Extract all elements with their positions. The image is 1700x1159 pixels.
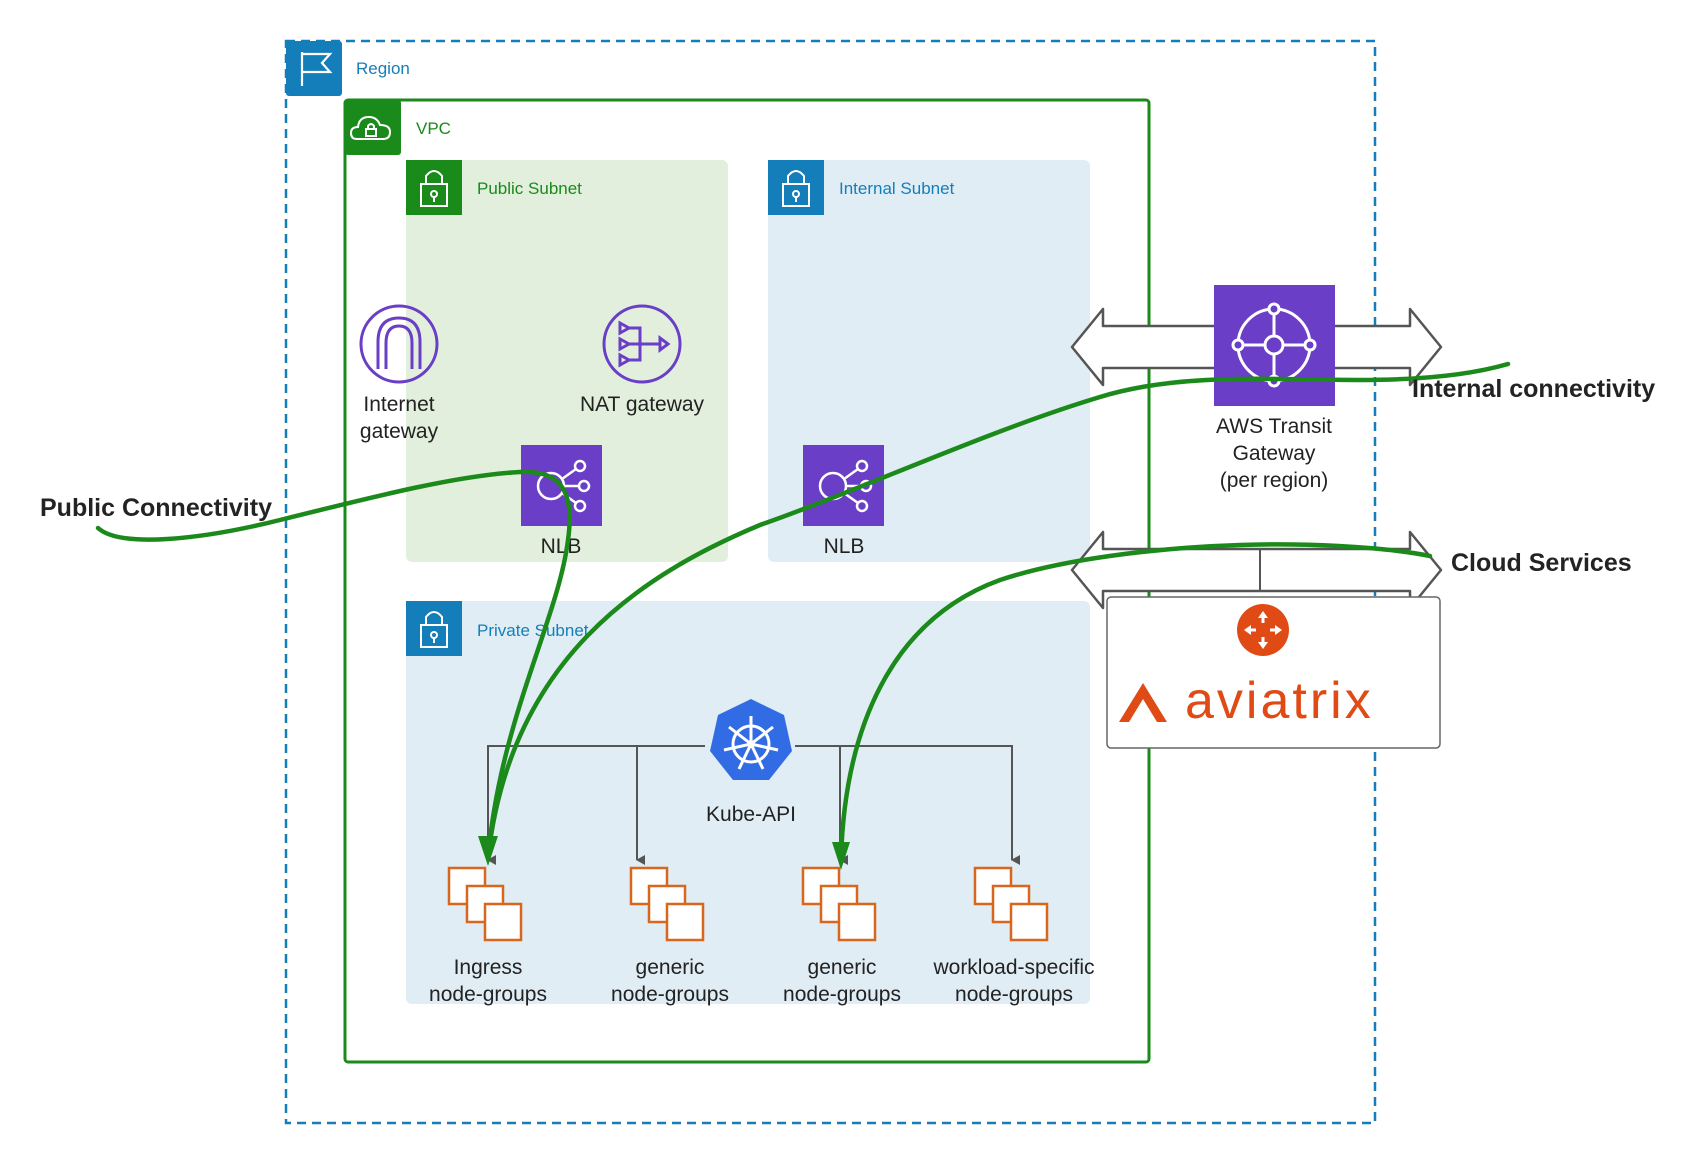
lock-icon xyxy=(420,611,448,648)
cloud-services-label: Cloud Services xyxy=(1451,549,1632,577)
internet-gateway-label-line2: gateway xyxy=(360,420,439,443)
node-group-label-line2: node-groups xyxy=(611,983,729,1006)
nat-gateway-label: NAT gateway xyxy=(580,393,705,416)
public-nlb-label: NLB xyxy=(541,535,582,558)
node-group-generic-1: generic node-groups xyxy=(611,866,729,1006)
node-group-label-line2: node-groups xyxy=(429,983,547,1006)
node-group-generic-2: generic node-groups xyxy=(783,866,901,1006)
internet-gateway-icon xyxy=(359,304,439,384)
instances-icon xyxy=(801,866,877,942)
internal-subnet-label: Internal Subnet xyxy=(839,179,955,198)
vpc-label: VPC xyxy=(416,119,451,138)
node-group-workload-specific: workload-specific node-groups xyxy=(932,866,1095,1006)
node-group-ingress: Ingress node-groups xyxy=(429,866,547,1006)
kube-api-label: Kube-API xyxy=(706,803,796,826)
kubernetes-icon xyxy=(710,699,792,780)
public-connectivity-label: Public Connectivity xyxy=(40,494,272,522)
node-group-label-line2: node-groups xyxy=(783,983,901,1006)
internet-gateway-label-line1: Internet xyxy=(363,393,434,416)
node-group-label-line2: node-groups xyxy=(955,983,1073,1006)
internal-connectivity-path xyxy=(485,361,1511,861)
kube-api: Kube-API xyxy=(706,699,796,826)
connection-paths xyxy=(95,361,1511,861)
transit-gateway-label-line2: Gateway xyxy=(1233,442,1316,465)
aviatrix-logo-icon xyxy=(1119,683,1167,722)
connection-arrowheads xyxy=(478,836,850,870)
private-subnet-label: Private Subnet xyxy=(477,621,589,640)
lock-icon xyxy=(420,170,448,207)
node-group-label-line1: workload-specific xyxy=(932,956,1094,979)
node-group-label-line1: generic xyxy=(808,956,877,979)
internet-gateway: Internet gateway xyxy=(359,304,439,443)
aviatrix-logo-box: aviatrix xyxy=(1106,596,1441,749)
cloud-lock-icon xyxy=(349,115,392,140)
transit-gateway: AWS Transit Gateway (per region) xyxy=(1214,285,1335,492)
public-connectivity-path xyxy=(95,469,572,861)
public-subnet-label: Public Subnet xyxy=(477,179,582,198)
instances-icon xyxy=(973,866,1049,942)
nat-gateway: NAT gateway xyxy=(580,304,705,416)
instances-icon xyxy=(447,866,523,942)
transit-gateway-label-line3: (per region) xyxy=(1220,469,1329,492)
public-subnet: Public Subnet xyxy=(406,160,728,562)
region-container: Region xyxy=(284,39,1377,1125)
kube-api-connectors xyxy=(487,745,1020,865)
aviatrix-wordmark: aviatrix xyxy=(1185,672,1374,730)
region-label: Region xyxy=(356,59,410,78)
internal-nlb-label: NLB xyxy=(824,535,865,558)
lock-icon xyxy=(782,170,810,207)
node-group-label-line1: generic xyxy=(636,956,705,979)
flag-icon xyxy=(300,52,333,86)
private-subnet: Private Subnet xyxy=(406,601,1090,1004)
aviatrix-router-icon xyxy=(1237,604,1289,656)
nat-gateway-icon xyxy=(602,304,682,384)
internal-connectivity-label: Internal connectivity xyxy=(1412,375,1655,403)
instances-icon xyxy=(629,866,705,942)
generic-arrowhead xyxy=(832,842,850,870)
ingress-arrowhead xyxy=(478,836,498,866)
cloud-services-path xyxy=(838,542,1433,861)
node-group-label-line1: Ingress xyxy=(454,956,523,979)
internal-nlb: NLB xyxy=(803,445,884,558)
transit-gateway-label-line1: AWS Transit xyxy=(1216,415,1332,438)
